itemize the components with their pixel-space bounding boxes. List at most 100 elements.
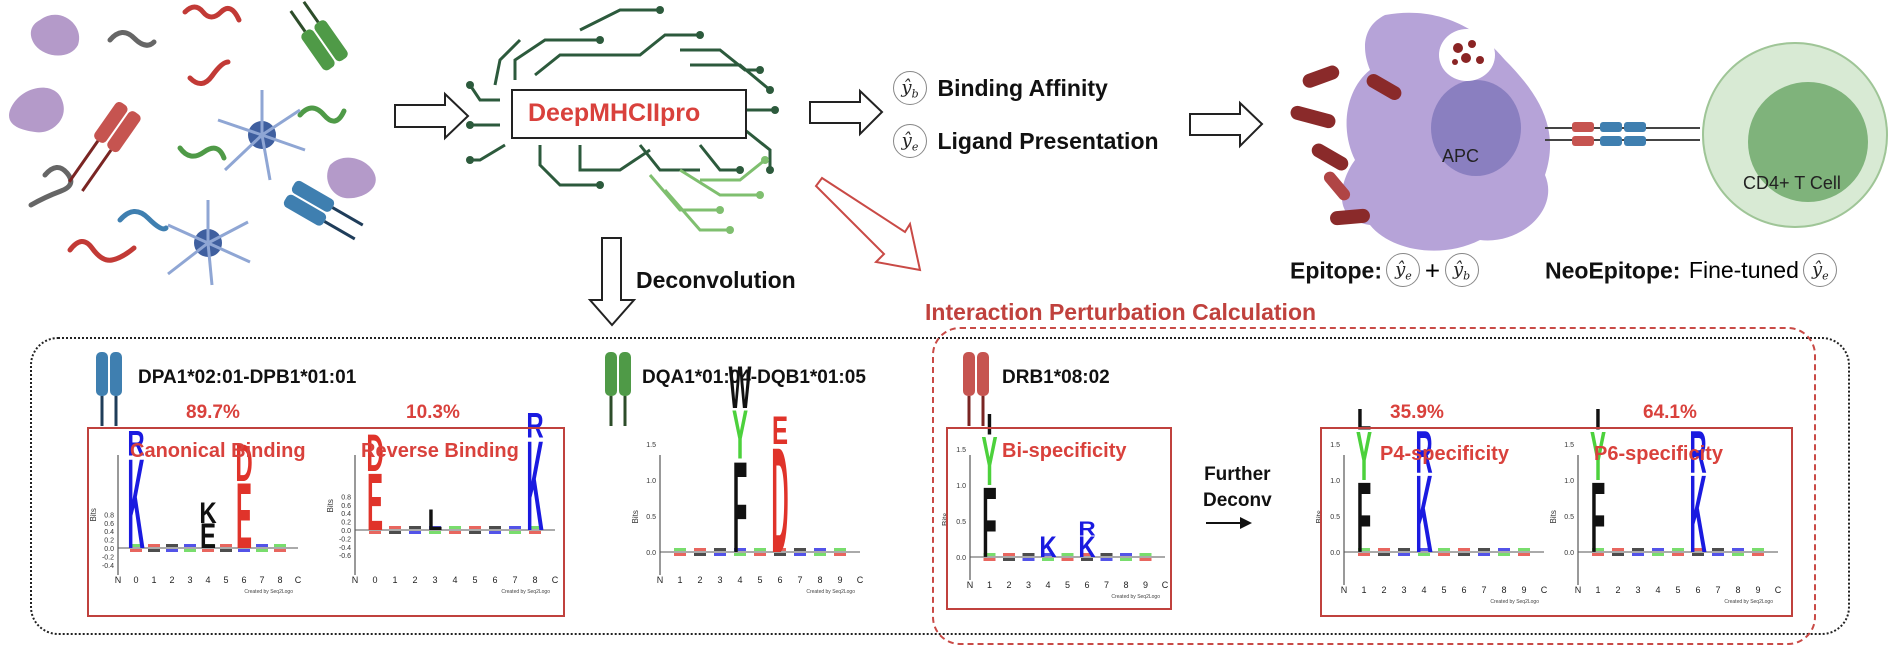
logo-small-residue — [184, 549, 196, 552]
logo-small-residue — [256, 549, 268, 552]
logo-small-residue — [1692, 553, 1704, 556]
logo-small-residue — [1418, 548, 1430, 551]
logo-x-tick: 2 — [697, 575, 702, 585]
logo-x-tick: 6 — [1695, 585, 1700, 595]
logo-small-residue — [1139, 558, 1152, 561]
peptide-squiggle — [187, 59, 231, 86]
logo-small-residue — [202, 549, 214, 552]
dp-logo-panel — [87, 427, 565, 617]
logo-y-tick: 0.8 — [341, 494, 351, 501]
logo-small-residue — [1022, 553, 1035, 556]
further-deconv-label: Further Deconv — [1203, 462, 1272, 514]
logo-residue-K: K — [1689, 453, 1706, 576]
logo-x-tick: 4 — [737, 575, 742, 585]
logo-y-tick: 0.5 — [956, 519, 966, 526]
logo-small-residue — [369, 526, 381, 529]
logo-x-tick: 0 — [372, 575, 377, 585]
title-p6: P6-specificity — [1594, 443, 1723, 465]
logo-y-tick: 1.5 — [1564, 442, 1574, 449]
logo-residue-R: R — [1415, 419, 1432, 486]
neoepitope-formula: NeoEpitope: Fine-tuned ŷe — [1545, 253, 1838, 287]
brain-circuit-light-nodes — [716, 156, 769, 234]
logo-residue-L: L — [428, 504, 443, 537]
logo-x-tick: 7 — [512, 575, 517, 585]
logo-x-tick: 7 — [1715, 585, 1720, 595]
logo-y-tick: -0.4 — [339, 545, 351, 552]
peptide-squiggle — [182, 4, 242, 23]
logo-small-residue — [1672, 553, 1684, 556]
logo-residue-E: E — [200, 518, 216, 556]
mhc-receptor-green — [289, 0, 348, 71]
logo-x-tick: 3 — [1026, 580, 1031, 590]
logo-small-residue — [1612, 553, 1624, 556]
logo-small-residue — [983, 558, 996, 561]
epitope-ye-symbol: ŷe — [1386, 253, 1421, 287]
logo-x-tick: 1 — [1595, 585, 1600, 595]
logo-small-residue — [389, 526, 401, 529]
logo-y-tick: 1.0 — [1564, 478, 1574, 485]
logo-y-label: Bits — [89, 508, 98, 521]
logo-small-residue — [1652, 548, 1664, 551]
logo-small-residue — [1358, 553, 1370, 556]
logo-residue-K: K — [1078, 529, 1096, 563]
logo-small-residue — [1139, 553, 1152, 556]
allele-dp-name: DPA1*02:01-DPB1*01:01 — [138, 367, 357, 388]
logo-x-tick: 7 — [259, 575, 264, 585]
logo-y-label: Bits — [631, 510, 640, 523]
logo-x-tick: 7 — [797, 575, 802, 585]
molecule-illustration — [9, 0, 376, 286]
logo-y-tick: 1.0 — [956, 483, 966, 490]
logo-residue-F: F — [1591, 463, 1606, 574]
logo-x-tick: 5 — [223, 575, 228, 585]
logo-small-residue — [1712, 553, 1724, 556]
logo-residue-D: D — [366, 424, 383, 483]
tcell-label: CD4+ T Cell — [1743, 173, 1841, 193]
logo-y-label: Bits — [1315, 510, 1324, 523]
neoepitope-label: NeoEpitope: — [1545, 257, 1681, 284]
epitope-label: Epitope: — [1290, 257, 1382, 284]
logo-x-tick: 5 — [472, 575, 477, 585]
peptide-squiggle — [67, 239, 137, 263]
logo-y-tick: 0.6 — [104, 521, 114, 528]
logo-y-tick: 0.0 — [1330, 550, 1340, 557]
mhc-icon-dr — [963, 352, 989, 426]
peptide-squiggle — [297, 105, 347, 124]
logo-y-tick: 0.0 — [1564, 550, 1574, 557]
logo-residue-Y: Y — [732, 397, 748, 475]
logo-x-tick: 8 — [1123, 580, 1128, 590]
logo-residue-E: E — [772, 408, 788, 453]
logo-small-residue — [814, 548, 826, 551]
flow-arrow — [394, 91, 470, 141]
logo-x-tick: C — [552, 575, 559, 585]
logo-x-tick: 9 — [1755, 585, 1760, 595]
logo-small-residue — [1692, 548, 1704, 551]
logo-small-residue — [274, 549, 286, 552]
mhc-icon-dq — [605, 352, 631, 426]
logo-small-residue — [1752, 553, 1764, 556]
logo-small-residue — [694, 553, 706, 556]
deconvolution-label: Deconvolution — [636, 267, 796, 293]
logo-small-residue — [469, 531, 481, 534]
logo-small-residue — [238, 549, 250, 552]
logo-residue-R: R — [127, 425, 145, 463]
logo-small-residue — [1003, 558, 1015, 561]
logo-residue-W: W — [729, 354, 752, 421]
model-box — [511, 89, 747, 139]
logo-y-tick: 1.5 — [1330, 442, 1340, 449]
logo-small-residue — [1458, 553, 1470, 556]
logo-small-residue — [1498, 553, 1510, 556]
brain-circuit-light — [648, 158, 766, 232]
peptide-squiggle — [177, 145, 227, 161]
logo-x-tick: 9 — [837, 575, 842, 585]
deconvolution-arrow — [587, 237, 637, 327]
logo-small-residue — [184, 544, 196, 547]
logo-y-tick: 1.0 — [646, 478, 656, 485]
logo-small-residue — [714, 553, 726, 556]
logo-small-residue — [674, 548, 686, 551]
binding-affinity-label: Binding Affinity — [937, 75, 1108, 102]
